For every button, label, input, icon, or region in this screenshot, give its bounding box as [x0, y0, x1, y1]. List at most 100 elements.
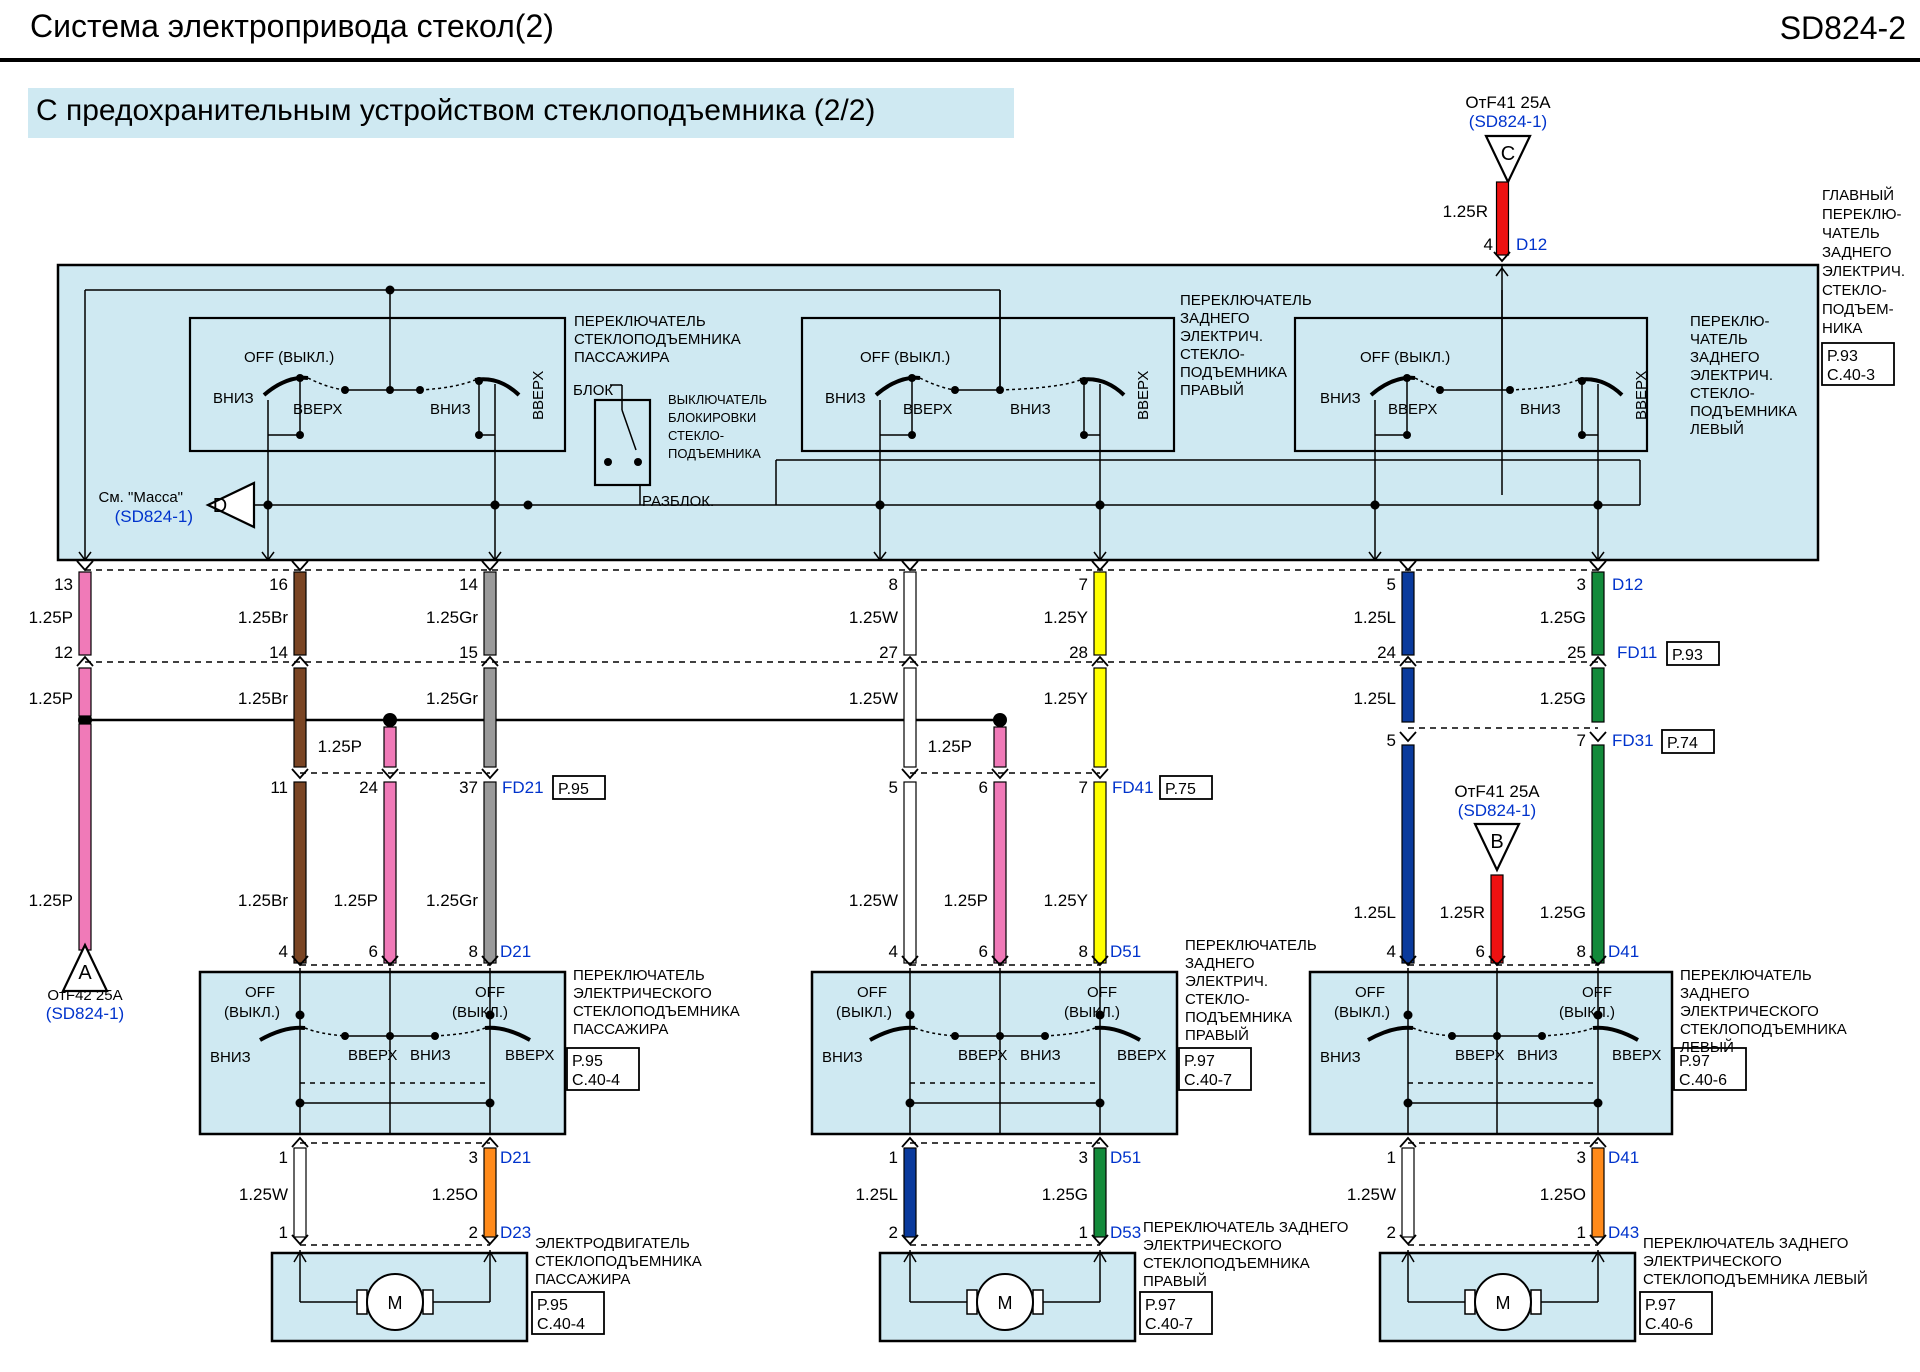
wire-label: 1.25L — [1353, 608, 1396, 627]
wire — [483, 667, 497, 768]
pin-number: 14 — [459, 575, 478, 594]
junction-dot — [1593, 500, 1603, 510]
junction-dot — [993, 713, 1007, 727]
switch-state-label: OFF (ВЫКЛ.) — [244, 349, 334, 366]
switch-state-label: ВВЕРХ — [903, 401, 952, 418]
switch-state-label: ВВЕРХ — [1117, 1047, 1166, 1064]
junction-dot — [295, 1010, 305, 1020]
connector-id: D51 — [1110, 1148, 1141, 1167]
sub-switch-label: ПЕРЕКЛЮЧАТЕЛЬ — [574, 313, 706, 330]
main-switch-housing — [56, 263, 1820, 562]
connector-chevron — [1589, 655, 1607, 667]
door-switch-label: ПРАВЫЙ — [1185, 1026, 1249, 1044]
switch-state-label: (ВЫКЛ.) — [224, 1004, 280, 1021]
connector-id: D41 — [1608, 942, 1639, 961]
arrow — [488, 551, 502, 562]
wire — [483, 1147, 497, 1238]
pin-number: 3 — [1079, 1148, 1088, 1167]
switch-dotted — [434, 1027, 486, 1037]
connector-chevron — [76, 560, 94, 572]
page-ref-box — [1821, 342, 1895, 386]
pin-number: 1 — [1079, 1223, 1088, 1242]
sub-switch-label: ПАССАЖИРА — [574, 349, 669, 366]
sub-switch-label: ПОДЪЕМНИКА — [1180, 364, 1287, 381]
main-switch-label: ЭЛЕКТРИЧ. — [1822, 263, 1905, 280]
pin-number: 8 — [889, 575, 898, 594]
junction-dot — [523, 500, 533, 510]
door-switch-label: ЭЛЕКТРИЧЕСКОГО — [1680, 1003, 1819, 1020]
switch-blade — [1094, 1025, 1141, 1042]
connector-chevron — [291, 560, 309, 572]
arrow — [483, 1250, 497, 1263]
junction-dot — [386, 1032, 394, 1040]
page-ref: P.93 — [1827, 348, 1858, 365]
switch-state-label: OFF (ВЫКЛ.) — [860, 349, 950, 366]
pin-number: 4 — [1484, 235, 1493, 254]
pin-number: 1 — [889, 1148, 898, 1167]
subtitle: С предохранительным устройством стеклопо… — [36, 94, 876, 127]
switch-state-label: ВНИЗ — [1010, 401, 1051, 418]
switch-state-label: OFF — [1355, 984, 1385, 1001]
junction-dot — [908, 431, 916, 439]
wire-label: 1.25L — [1353, 903, 1396, 922]
lock-switch-label: БЛОКИРОВКИ — [668, 410, 756, 425]
arrow — [78, 551, 92, 562]
wire-label: 1.25Br — [238, 608, 288, 627]
pin-number: 4 — [889, 942, 898, 961]
switch-dotted — [919, 377, 956, 391]
motor-label: СТЕКЛОПОДЪЕМНИКА — [1143, 1255, 1310, 1272]
arrow — [1368, 551, 1382, 562]
wire-label: 1.25Y — [1044, 891, 1088, 910]
wire-label: 1.25Br — [238, 891, 288, 910]
wire-label: 1.25O — [1540, 1185, 1586, 1204]
switch-state-label: ВВЕРХ — [505, 1047, 554, 1064]
switch-dotted — [1541, 1027, 1594, 1037]
node-letter: B — [1490, 831, 1503, 853]
main-switch-label: ЧАТЕЛЬ — [1822, 225, 1880, 242]
motor-letter: M — [388, 1293, 403, 1313]
wire — [1401, 667, 1415, 723]
connector-id: D53 — [1110, 1223, 1141, 1242]
page-ref-box — [1178, 1047, 1252, 1091]
pin-number: 3 — [1577, 575, 1586, 594]
node-ref: (SD824-1) — [46, 1004, 124, 1023]
wire-label: 1.25P — [928, 737, 972, 756]
wire-label: 1.25L — [1353, 689, 1396, 708]
connector-chevron — [1399, 655, 1417, 667]
pin-number: 7 — [1577, 731, 1586, 750]
wire — [293, 1147, 307, 1238]
connector-chevron — [1493, 251, 1511, 263]
connector-id: D41 — [1608, 1148, 1639, 1167]
switch-state-label: OFF — [1087, 984, 1117, 1001]
switch-state-label: OFF — [857, 984, 887, 1001]
junction-dot — [1041, 1032, 1049, 1040]
pin-number: 5 — [1387, 575, 1396, 594]
door-switch-box — [198, 970, 567, 1136]
switch-dotted — [304, 1027, 346, 1037]
connector-chevron — [901, 1136, 919, 1148]
connector-chevron — [1399, 731, 1417, 743]
connector-chevron — [291, 1234, 309, 1246]
switch-blade — [262, 375, 309, 397]
connector-chevron — [481, 768, 499, 780]
sub-switch-label: ЗАДНЕГО — [1180, 310, 1250, 327]
connector-chevron — [1091, 1234, 1109, 1246]
connector-chevron — [291, 1136, 309, 1148]
motor-symbol — [366, 1273, 424, 1331]
junction-dot — [1538, 1032, 1546, 1040]
sub-switch-label: СТЕКЛОПОДЪЕМНИКА — [574, 331, 741, 348]
feed-ref: (SD824-1) — [1469, 112, 1547, 131]
connector-chevron — [1589, 955, 1607, 967]
sub-switch-label: ЗАДНЕГО — [1690, 349, 1760, 366]
pin-number: 7 — [1079, 778, 1088, 797]
page-ref: C.40-7 — [1184, 1072, 1232, 1089]
page-ref: P.97 — [1645, 1297, 1676, 1314]
switch-state-label: OFF (ВЫКЛ.) — [1360, 349, 1450, 366]
node-b-triangle — [1473, 822, 1521, 873]
page-ref: C.40-3 — [1827, 367, 1875, 384]
connector-chevron — [991, 768, 1009, 780]
switch-blade — [874, 375, 921, 397]
pin-number: 4 — [279, 942, 288, 961]
connector-chevron — [481, 1234, 499, 1246]
